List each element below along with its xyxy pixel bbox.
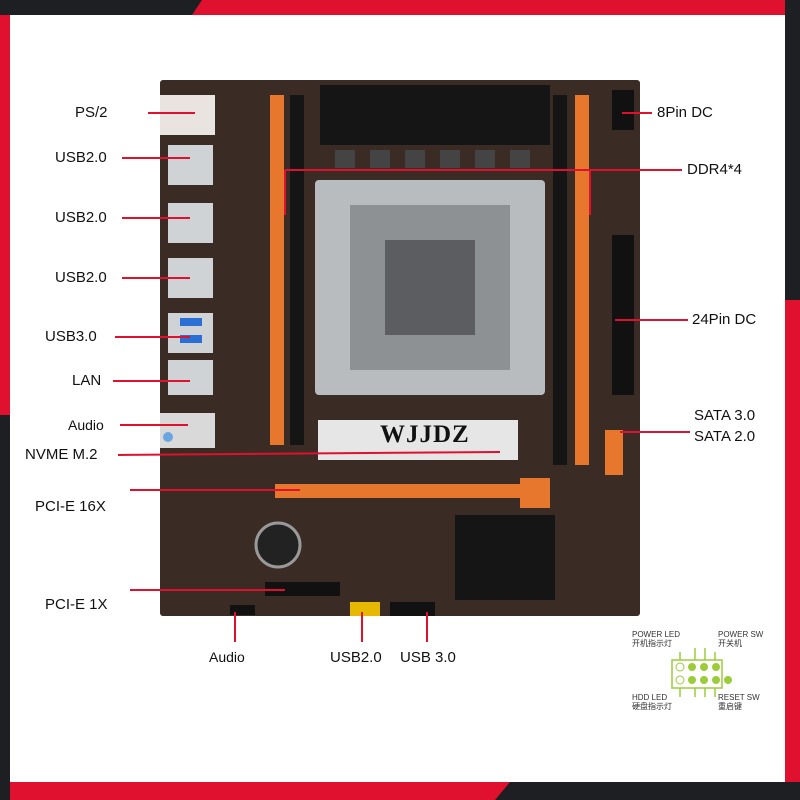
label-nvme: NVME M.2: [25, 446, 98, 463]
label-usb2-a: USB2.0: [55, 149, 107, 166]
fp-power-sw-cn: 开关机: [718, 639, 742, 649]
front-panel-diagram: [671, 648, 723, 697]
leader-lines: [113, 112, 690, 642]
frame-left-dark: [0, 415, 10, 800]
fp-power-led-label: POWER LED: [632, 630, 681, 639]
frame-left-red: [0, 15, 10, 415]
fp-hdd-led-cn: 硬盘指示灯: [632, 702, 672, 712]
label-sata3: SATA 3.0: [694, 407, 756, 424]
label-bottom-audio: Audio: [209, 649, 245, 665]
label-audio: Audio: [68, 417, 104, 433]
label-usb2-b: USB2.0: [55, 209, 107, 226]
label-ps2: PS/2: [75, 104, 108, 121]
label-8pin: 8Pin DC: [657, 104, 713, 121]
frame-top-red: [192, 0, 785, 15]
label-bottom-usb3: USB 3.0: [400, 649, 456, 666]
label-lan: LAN: [72, 372, 102, 389]
label-usb2-c: USB2.0: [55, 269, 107, 286]
label-pcie1: PCI-E 1X: [45, 596, 108, 613]
label-bottom-usb2: USB2.0: [330, 649, 382, 666]
label-24pin: 24Pin DC: [692, 311, 757, 328]
label-sata2: SATA 2.0: [694, 428, 756, 445]
fp-reset-sw-label: RESET SW: [718, 693, 760, 702]
watermark: WJJDZ: [380, 421, 470, 448]
fp-power-sw-label: POWER SW: [718, 630, 764, 639]
label-pcie16: PCI-E 16X: [35, 498, 106, 515]
label-usb3: USB3.0: [45, 328, 97, 345]
label-ddr4: DDR4*4: [687, 161, 743, 178]
frame-bottom-red: [10, 782, 510, 800]
fp-power-led-cn: 开机指示灯: [632, 639, 672, 649]
fp-hdd-led-label: HDD LED: [632, 693, 668, 702]
frame-right-red: [785, 300, 800, 782]
fp-reset-sw-cn: 重启键: [718, 702, 742, 712]
